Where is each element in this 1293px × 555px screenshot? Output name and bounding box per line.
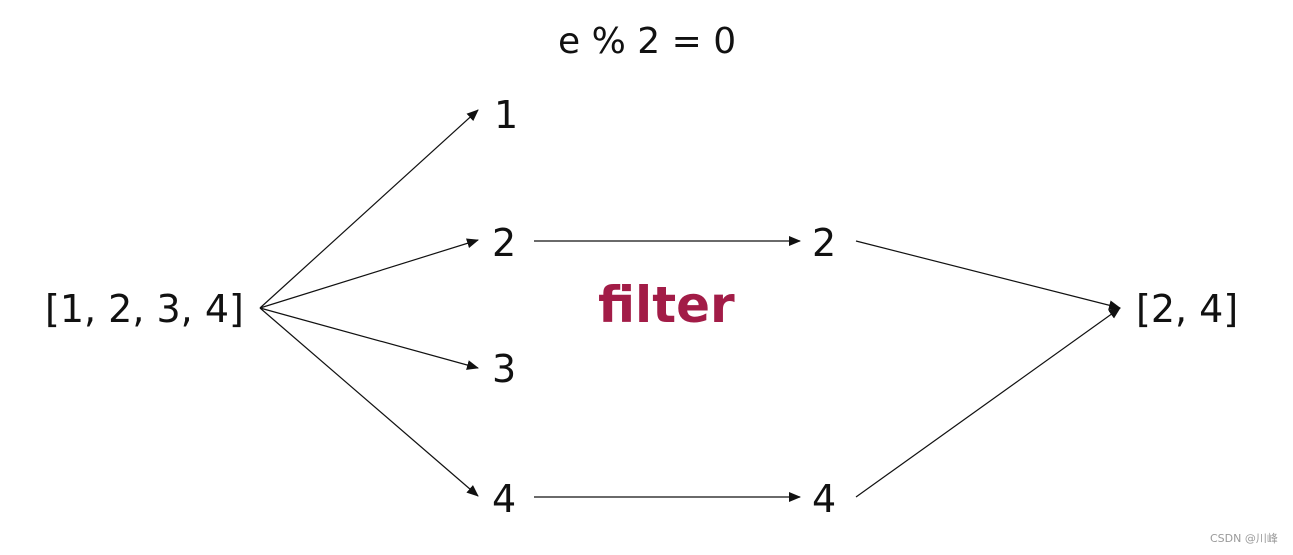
element-node-2: 2 xyxy=(492,221,517,265)
output-array-label: [2, 4] xyxy=(1136,287,1239,331)
input-array-label: [1, 2, 3, 4] xyxy=(45,287,244,331)
arrow-input-to-2 xyxy=(259,238,479,309)
result-node-2: 2 xyxy=(812,221,837,265)
arrow-input-to-4 xyxy=(259,307,479,497)
element-node-3: 3 xyxy=(492,347,517,391)
element-node-1: 1 xyxy=(494,93,519,137)
element-node-4: 4 xyxy=(492,477,517,521)
operation-label: filter xyxy=(598,276,735,334)
watermark: CSDN @川峰 xyxy=(1210,532,1278,545)
result-node-4: 4 xyxy=(812,477,837,521)
arrow-input-to-3 xyxy=(259,307,479,370)
condition-label: e % 2 = 0 xyxy=(558,21,737,62)
arrow-2-to-output xyxy=(855,240,1121,311)
arrow-input-to-1 xyxy=(259,109,479,309)
arrow-4-to-output xyxy=(855,307,1121,498)
